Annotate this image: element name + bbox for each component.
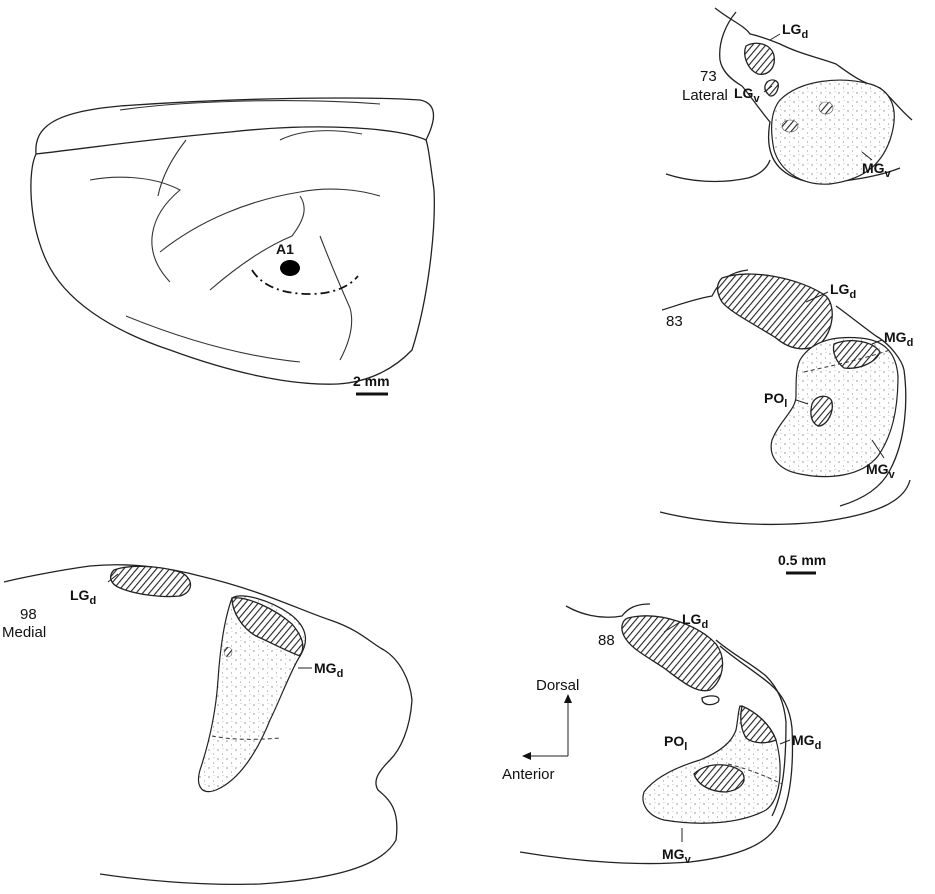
s83-pol-label: POl [764, 390, 787, 410]
s83-lgd-label: LGd [830, 281, 856, 301]
section-73-orientation: Lateral [682, 87, 728, 104]
section-98: 98 Medial LGd MGd [2, 565, 412, 885]
s98-lgd-label: LGd [70, 587, 96, 607]
section-98-orientation: Medial [2, 624, 46, 641]
section-73: 73 Lateral LGd LGv MGv [666, 8, 912, 184]
s98-mgd-label: MGd [314, 660, 343, 680]
a1-recording-site [280, 260, 300, 276]
arrow-left-icon [522, 752, 531, 760]
section-73-number: 73 [700, 68, 717, 85]
section-83: 83 LGd MGd POl MGv [660, 270, 913, 524]
section-83-number: 83 [666, 313, 683, 330]
s88-pol-label: POl [664, 733, 687, 753]
section-88: 88 LGd POl MGd MGv [520, 604, 821, 866]
s88-mgd-label: MGd [792, 732, 821, 752]
axis-dorsal-label: Dorsal [536, 677, 579, 694]
shared-scale: 0.5 mm [778, 552, 826, 573]
s73-lgd-label: LGd [782, 21, 808, 41]
arrow-up-icon [564, 694, 572, 703]
s83-mgv-label: MGv [866, 461, 896, 481]
s73-lgv-label: LGv [734, 85, 760, 105]
shared-scale-label: 0.5 mm [778, 552, 826, 568]
section-98-number: 98 [20, 606, 37, 623]
section-88-number: 88 [598, 632, 615, 649]
orientation-axes: Dorsal Anterior [502, 677, 579, 783]
axis-anterior-label: Anterior [502, 766, 555, 783]
cortex-scale-label: 2 mm [353, 373, 390, 389]
cortex-drawing: A1 2 mm [31, 98, 434, 394]
a1-label: A1 [276, 241, 294, 257]
